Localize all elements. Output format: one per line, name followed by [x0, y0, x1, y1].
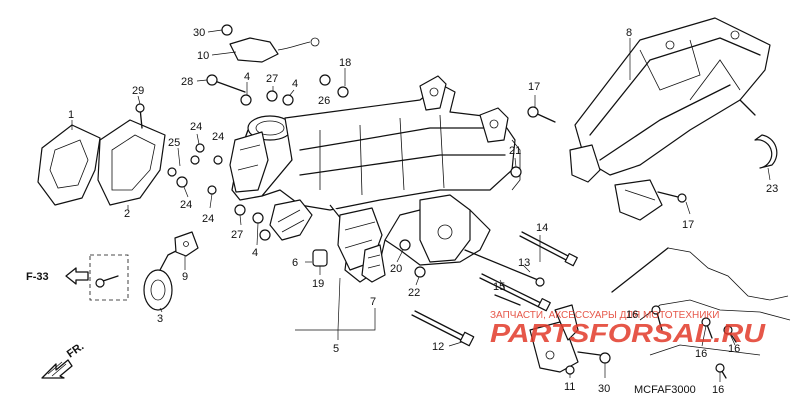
callout-4: 4 — [252, 247, 258, 259]
callout-28: 28 — [181, 76, 193, 88]
callout-26: 26 — [318, 95, 330, 107]
diagram-code: MCFAF3000 — [634, 384, 696, 396]
callouts: 30 10 28 4 27 4 18 26 29 1 24 24 25 24 2… — [68, 27, 778, 396]
callout-14: 14 — [536, 222, 548, 234]
callout-7: 7 — [370, 296, 376, 308]
callout-16: 16 — [712, 384, 724, 396]
leader-lines — [71, 29, 771, 382]
callout-8: 8 — [626, 27, 632, 39]
engine-hanger — [361, 244, 386, 283]
front-label: FR. — [65, 340, 86, 360]
callout-20: 20 — [390, 263, 402, 275]
callout-30: 30 — [193, 27, 205, 39]
callout-17: 17 — [682, 219, 694, 231]
callout-22: 22 — [408, 287, 420, 299]
callout-15: 15 — [493, 281, 505, 293]
reference-box — [89, 254, 129, 301]
callout-17: 17 — [528, 81, 540, 93]
callout-24: 24 — [202, 213, 214, 225]
detail-inset — [529, 247, 791, 379]
callout-5: 5 — [333, 343, 339, 355]
horn — [143, 231, 199, 311]
callout-1: 1 — [68, 109, 74, 121]
callout-16: 16 — [626, 309, 638, 321]
callout-27: 27 — [231, 229, 243, 241]
callout-16: 16 — [728, 343, 740, 355]
callout-9: 9 — [182, 271, 188, 283]
callout-29: 29 — [132, 85, 144, 97]
callout-23: 23 — [766, 183, 778, 195]
rear-subframe — [569, 17, 771, 221]
callout-6: 6 — [292, 257, 298, 269]
callout-10: 10 — [197, 50, 209, 62]
callout-13: 13 — [518, 257, 530, 269]
callout-24: 24 — [190, 121, 202, 133]
callout-18: 18 — [339, 57, 351, 69]
ref-label: F-33 — [26, 271, 49, 283]
ref-arrow — [65, 267, 89, 285]
callout-12: 12 — [432, 341, 444, 353]
watermark: ЗАПЧАСТИ, АКСЕССУАРЫ ДЛЯ МОТОТЕХНИКИ PAR… — [490, 310, 766, 348]
callout-24: 24 — [180, 199, 192, 211]
small-parts — [95, 24, 778, 288]
callout-27: 27 — [266, 73, 278, 85]
callout-2: 2 — [124, 208, 130, 220]
callout-3: 3 — [157, 313, 163, 325]
callout-19: 19 — [312, 278, 324, 290]
watermark-tagline: ЗАПЧАСТИ, АКСЕССУАРЫ ДЛЯ МОТОТЕХНИКИ — [490, 310, 719, 321]
front-covers — [37, 119, 166, 206]
callout-24: 24 — [212, 131, 224, 143]
callout-4: 4 — [244, 71, 250, 83]
long-bolts — [411, 231, 578, 347]
front-arrow-icon — [41, 359, 73, 379]
callout-30: 30 — [598, 383, 610, 395]
callout-16: 16 — [695, 348, 707, 360]
watermark-logo: PARTSFORSAL.RU — [490, 318, 766, 348]
callout-21: 21 — [509, 145, 521, 157]
callout-4: 4 — [292, 78, 298, 90]
callout-25: 25 — [168, 137, 180, 149]
callout-11: 11 — [564, 381, 575, 393]
